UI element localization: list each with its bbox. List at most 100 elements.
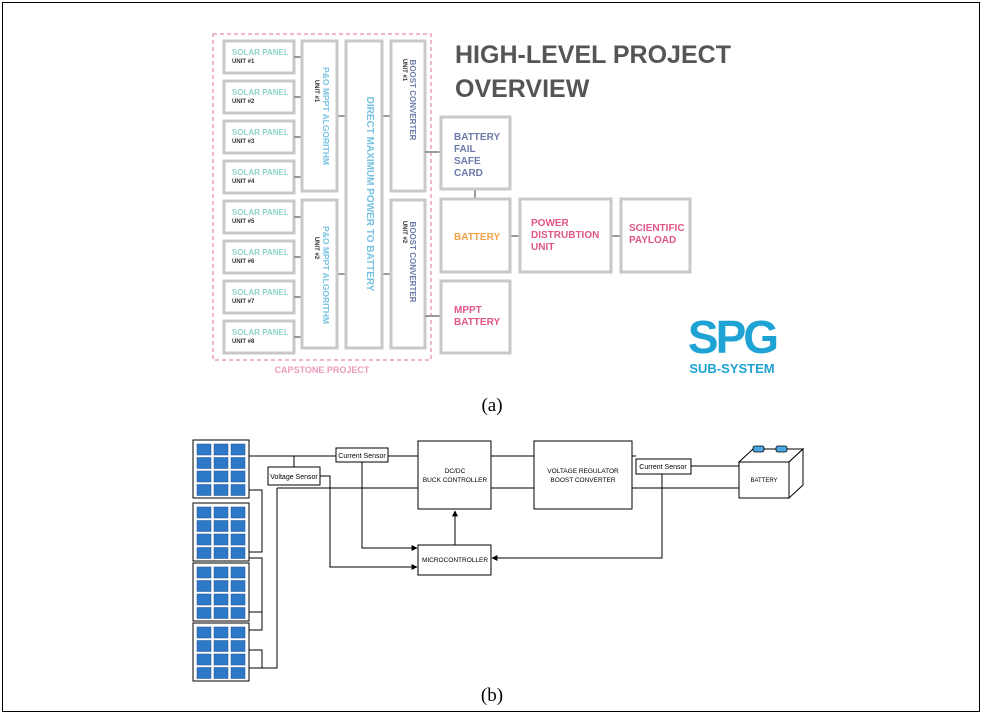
solar-panel-unit-number: UNIT #4 bbox=[232, 179, 255, 185]
pv-panel bbox=[192, 622, 250, 682]
pv-cell bbox=[230, 533, 246, 546]
mppt-unit-1: P&O MPPT ALGORITHM UNIT #1 bbox=[300, 39, 339, 193]
solar-panel-unit-number: UNIT #2 bbox=[232, 99, 255, 105]
mppt-unit-1-number: UNIT #1 bbox=[313, 80, 319, 103]
vreg-line-1: VOLTAGE REGULATOR bbox=[547, 468, 619, 475]
solar-panel-unit: SOLAR PANEL UNIT #2 bbox=[222, 79, 302, 115]
solar-panel-unit-number: UNIT #3 bbox=[232, 139, 255, 145]
vreg-line-2: BOOST CONVERTER bbox=[550, 477, 615, 484]
battery-3d-label: BATTERY bbox=[750, 478, 777, 484]
pdu-line-3: UNIT bbox=[531, 242, 554, 253]
mppt-unit-2: P&O MPPT ALGORITHM UNIT #2 bbox=[300, 198, 339, 350]
pv-cell bbox=[230, 566, 246, 579]
battery-terminal-left bbox=[752, 445, 765, 453]
pv-cell bbox=[213, 533, 229, 546]
pv-cell bbox=[213, 667, 229, 679]
pv-cell bbox=[230, 457, 246, 469]
pv-cell bbox=[213, 470, 229, 483]
mppt-unit-2-number: UNIT #2 bbox=[313, 237, 319, 260]
pv-panel bbox=[192, 562, 250, 622]
pv-cell bbox=[196, 506, 212, 519]
current-sensor-1: Current Sensor bbox=[335, 447, 389, 463]
solar-panel-name: SOLAR PANEL bbox=[232, 208, 289, 217]
part-b-arrows bbox=[320, 462, 663, 570]
solar-panel-name: SOLAR PANEL bbox=[232, 288, 289, 297]
pdu-line-1: POWER bbox=[531, 218, 570, 229]
solar-panel-name: SOLAR PANEL bbox=[232, 88, 289, 97]
pv-cell bbox=[196, 580, 212, 592]
voltage-sensor-label: Voltage Sensor bbox=[270, 474, 318, 481]
pv-panel bbox=[192, 502, 250, 562]
solar-panel-unit: SOLAR PANEL UNIT #3 bbox=[222, 119, 302, 155]
boost-converter-1: BOOST CONVERTER UNIT #1 bbox=[389, 39, 427, 193]
solar-panel-name: SOLAR PANEL bbox=[232, 168, 289, 177]
dcdc-line-1: DC/DC bbox=[445, 468, 466, 475]
mppt-unit-2-name: P&O MPPT ALGORITHM bbox=[321, 226, 331, 324]
mppt-battery: MPPT BATTERY bbox=[439, 279, 512, 355]
pv-cell bbox=[196, 547, 212, 559]
pv-cell bbox=[213, 653, 229, 666]
spg-logo-subtitle: SUB-SYSTEM bbox=[689, 361, 774, 376]
capstone-boundary bbox=[212, 33, 432, 361]
pv-cell bbox=[230, 607, 246, 619]
part-b-diagram: Current Sensor Voltage Sensor DC/DC BUCK… bbox=[192, 439, 805, 706]
capstone-label: CAPSTONE PROJECT bbox=[275, 365, 370, 375]
pv-cell bbox=[230, 547, 246, 559]
battery-label: BATTERY bbox=[454, 232, 500, 243]
payload-line-2: PAYLOAD bbox=[629, 235, 676, 246]
boost-converter-2-number: UNIT #2 bbox=[401, 221, 407, 244]
pv-cell bbox=[213, 593, 229, 606]
pv-array bbox=[192, 439, 250, 682]
voltage-regulator-boost-converter: VOLTAGE REGULATOR BOOST CONVERTER bbox=[533, 440, 633, 510]
mppt-battery-line-2: BATTERY bbox=[454, 317, 500, 328]
solar-panel-unit-number: UNIT #6 bbox=[232, 259, 255, 265]
pv-cell bbox=[230, 443, 246, 456]
overview-title-line-2: OVERVIEW bbox=[455, 75, 590, 103]
solar-panel-name: SOLAR PANEL bbox=[232, 128, 289, 137]
pv-cell bbox=[213, 626, 229, 639]
microcontroller: MICROCONTROLLER bbox=[417, 544, 492, 576]
pv-cell bbox=[196, 484, 212, 496]
voltage-sensor-to-mcu bbox=[320, 475, 418, 570]
pv-cell bbox=[196, 520, 212, 532]
boost-converter-2: BOOST CONVERTER UNIT #2 bbox=[389, 198, 427, 350]
pv-cell bbox=[230, 484, 246, 496]
direct-power-block: DIRECT MAXIMUM POWER TO BATTERY bbox=[344, 39, 384, 350]
current-sensor-1-to-mcu bbox=[361, 462, 418, 551]
power-distribution-unit: POWER DISTRUBTION UNIT bbox=[518, 197, 613, 274]
scientific-payload: SCIENTIFIC PAYLOAD bbox=[619, 197, 692, 274]
bfsc-line-3: SAFE bbox=[454, 156, 481, 167]
pv-cell bbox=[230, 580, 246, 592]
pv-cell bbox=[196, 626, 212, 639]
spg-logo: SPG SUB-SYSTEM bbox=[688, 311, 779, 376]
mppt-unit-1-name: P&O MPPT ALGORITHM bbox=[321, 67, 331, 165]
overview-title-line-1: HIGH-LEVEL PROJECT bbox=[455, 41, 731, 69]
pv-cell bbox=[196, 443, 212, 456]
pv-cell bbox=[213, 443, 229, 456]
pv-cell bbox=[230, 506, 246, 519]
pv-cell bbox=[213, 547, 229, 559]
boost-converter-2-name: BOOST CONVERTER bbox=[408, 222, 417, 303]
pv-cell bbox=[196, 593, 212, 606]
solar-panel-unit-number: UNIT #1 bbox=[232, 59, 255, 65]
caption-a: (a) bbox=[481, 395, 502, 416]
microcontroller-label: MICROCONTROLLER bbox=[422, 557, 488, 564]
pv-cell bbox=[213, 506, 229, 519]
solar-panel-unit-number: UNIT #5 bbox=[232, 219, 255, 225]
pv-cell bbox=[196, 607, 212, 619]
spg-logo-mark: SPG bbox=[688, 311, 776, 363]
pv-cell bbox=[230, 470, 246, 483]
solar-panel-unit: SOLAR PANEL UNIT #5 bbox=[222, 199, 302, 235]
pv-cell bbox=[213, 484, 229, 496]
current-sensor-2: Current Sensor bbox=[635, 458, 692, 475]
pv-cell bbox=[230, 653, 246, 666]
pv-cell bbox=[230, 520, 246, 532]
pv-cell bbox=[196, 667, 212, 679]
solar-panel-unit: SOLAR PANEL UNIT #4 bbox=[222, 159, 302, 195]
